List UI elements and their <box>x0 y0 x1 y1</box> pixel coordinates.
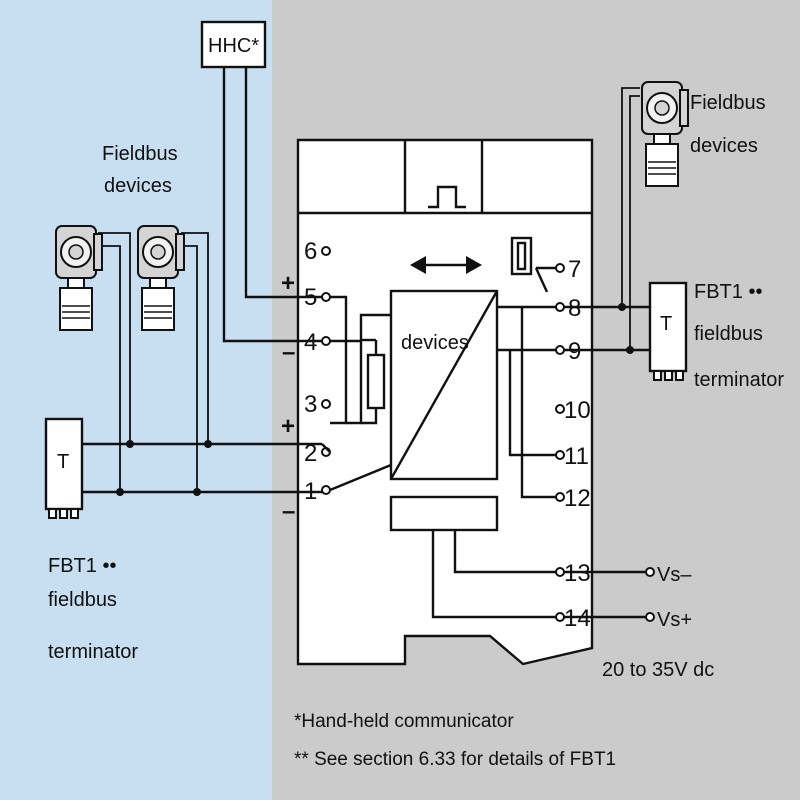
polarity-signs: + – + – <box>281 270 295 525</box>
module-center-label: devices <box>401 332 469 354</box>
supply-vs-minus-label: Vs– <box>657 564 692 586</box>
supply-voltage-range: 20 to 35V dc <box>602 659 714 681</box>
footnote-fbt1: ** See section 6.33 for details of FBT1 <box>294 749 616 770</box>
terminal-11-pin <box>555 450 565 460</box>
terminal-1-pin <box>321 485 331 495</box>
terminal-8-pin <box>555 302 565 312</box>
terminal-5-pin <box>321 292 331 302</box>
hazardous-area-background <box>0 0 272 800</box>
terminal-14-label: 14 <box>564 605 591 632</box>
left-devices-label-line-1: Fieldbus <box>102 143 178 165</box>
right-terminator-label-line-1: FBT1 •• <box>694 281 762 303</box>
right-terminator-label-line-3: terminator <box>694 369 784 391</box>
bus-minus-sign: – <box>282 498 295 525</box>
terminal-2-label: 2 <box>304 440 317 467</box>
terminal-7-label: 7 <box>568 256 581 283</box>
terminal-8-label: 8 <box>568 295 581 322</box>
right-terminator-symbol: T <box>660 313 672 335</box>
right-devices-label: Fieldbus devices <box>690 92 766 157</box>
power-block <box>389 495 499 532</box>
hhc-box: HHC* <box>200 20 267 69</box>
left-bus-wiring <box>82 232 331 496</box>
right-devices-label-line-1: Fieldbus <box>690 92 766 114</box>
left-terminator-label-line-3: terminator <box>48 641 138 663</box>
terminal-6-label: 6 <box>304 238 317 265</box>
terminal-pins <box>321 246 565 622</box>
left-terminator: T <box>44 417 84 519</box>
pulse-symbol <box>428 185 466 209</box>
left-terminator-label-line-2: fieldbus <box>48 589 117 611</box>
internal-resistor <box>366 353 386 410</box>
right-bus-wiring <box>564 87 652 354</box>
hhc-plus-sign: + <box>281 270 295 297</box>
terminal-numbers: 6 5 4 3 2 1 7 8 9 10 11 12 13 14 <box>304 238 591 632</box>
left-devices-label-line-2: devices <box>104 175 172 197</box>
terminal-3-pin <box>321 399 331 409</box>
hhc-label: HHC* <box>208 35 259 57</box>
terminal-4-pin <box>321 336 331 346</box>
supply-vs-plus-label: Vs+ <box>657 609 692 631</box>
terminal-10-label: 10 <box>564 397 591 424</box>
right-terminator-label-line-2: fieldbus <box>694 323 763 345</box>
terminal-9-pin <box>555 345 565 355</box>
terminal-3-label: 3 <box>304 391 317 418</box>
terminal-7-pin <box>555 263 565 273</box>
isolation-diagonal <box>389 290 499 480</box>
terminal-6-pin <box>321 246 331 256</box>
footnote-hhc: *Hand-held communicator <box>294 711 514 732</box>
terminal-10-pin <box>555 404 565 414</box>
terminal-9-label: 9 <box>568 338 581 365</box>
right-terminator: T <box>648 281 688 381</box>
isolator-module: devices <box>296 138 594 666</box>
terminal-11-label: 11 <box>564 443 589 470</box>
hhc-wiring <box>222 67 322 343</box>
supply-wiring <box>564 567 655 622</box>
terminal-13-label: 13 <box>564 560 591 587</box>
module-internal-wiring <box>329 266 556 619</box>
left-terminator-label-line-1: FBT1 •• <box>48 555 116 577</box>
left-devices-label: Fieldbus devices <box>102 143 178 197</box>
hhc-minus-sign: – <box>282 339 295 366</box>
terminal-12-pin <box>555 492 565 502</box>
relay-coil-core <box>516 241 527 271</box>
terminal-12-label: 12 <box>564 485 591 512</box>
terminal-4-label: 4 <box>304 329 317 356</box>
terminal-13-pin <box>555 567 565 577</box>
bus-plus-sign: + <box>281 413 295 440</box>
right-devices-label-line-2: devices <box>690 135 758 157</box>
left-terminator-label: FBT1 •• fieldbus terminator <box>48 555 138 663</box>
right-terminator-label: FBT1 •• fieldbus terminator <box>694 281 784 391</box>
terminal-14-pin <box>555 612 565 622</box>
left-terminator-symbol: T <box>57 451 69 473</box>
